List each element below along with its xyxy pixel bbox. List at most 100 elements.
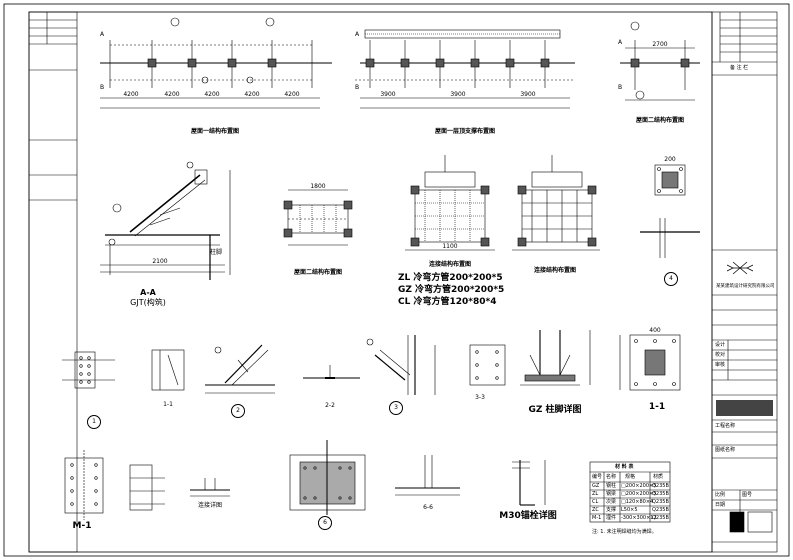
title-node-1-1: 1-1 (648, 402, 666, 412)
table-header-spec: 规格 (625, 474, 636, 480)
dim-400: 400 (649, 327, 661, 334)
label-section-3-3: 3-3 (475, 394, 485, 401)
tb-design: 设计 (715, 342, 726, 348)
grid-axis-a-3: A (618, 39, 623, 46)
table-cell: CL (592, 499, 599, 505)
tb-remarks: 备 注 栏 (730, 65, 749, 71)
m1-side-view (129, 464, 165, 511)
dim-1800: 1800 (310, 183, 326, 190)
table-cell: □200×200×5 (621, 483, 657, 489)
section-2-2 (303, 365, 360, 379)
grid-axis-b: B (100, 84, 105, 91)
dim-3900-b: 3900 (450, 91, 466, 98)
table-cell: 次梁 (606, 499, 617, 505)
grid-axis-b-2: B (355, 84, 360, 91)
roof-purlin-plan (355, 29, 575, 109)
material-table-grid (589, 461, 671, 523)
tb-check: 校对 (715, 352, 726, 358)
dim-200: 200 (664, 156, 676, 163)
m30-anchor-bolt (512, 460, 546, 506)
table-cell: L50×5 (621, 507, 638, 513)
detail-1-plate (62, 351, 115, 389)
title-roof-beam-plan: 屋面一结构布置图 (190, 128, 240, 135)
tb-approve: 审核 (715, 362, 726, 368)
title-roof2-layout: 屋面二结构布置图 (293, 269, 343, 276)
detail-number-2: 2 (231, 404, 245, 418)
table-note: 注: 1. 未注明焊缝均为满焊。 (592, 529, 657, 535)
table-header-material: 材质 (653, 474, 664, 480)
section-aa-truss (100, 161, 231, 280)
spec-zl: ZL 冷弯方管200*200*5 (398, 273, 503, 283)
title-m30-detail: M30锚栓详图 (499, 511, 557, 521)
roof2-plan (620, 21, 700, 101)
dim-2700: 2700 (652, 41, 668, 48)
left-binding-strip (28, 11, 78, 553)
dim-4200-e: 4200 (284, 91, 300, 98)
title-gjt: GJT(构筑) (130, 298, 166, 307)
dim-4200-a: 4200 (123, 91, 139, 98)
section-3-3 (434, 344, 506, 395)
table-cell: Q235B (652, 491, 669, 497)
dim-3900-a: 3900 (380, 91, 396, 98)
table-cell: 钢柱 (606, 483, 617, 489)
title-section-aa: A-A (140, 288, 156, 297)
canopy-plan-2 (512, 155, 600, 251)
label-section-1-1: 1-1 (163, 401, 173, 408)
table-cell: -300×300×12 (621, 515, 657, 521)
gz-column-base (520, 330, 591, 386)
weld-detail (190, 478, 230, 497)
title-canopy-plan: 连接结构布置图 (428, 261, 472, 268)
section-6-6 (395, 455, 460, 496)
grid-axis-a: A (100, 31, 105, 38)
table-cell: 钢梁 (606, 491, 617, 497)
node-1-1-baseplate (619, 334, 681, 391)
tb-project: 工程名称 (715, 423, 736, 429)
company-logo (726, 261, 754, 275)
section-1-1a (151, 349, 185, 391)
table-title: 材 料 表 (615, 464, 634, 470)
roof-beam-plan (100, 17, 332, 109)
title-roof-purlin-plan: 屋面一层顶支撑布置图 (434, 128, 496, 135)
table-cell: ZL (592, 491, 599, 497)
table-cell: Q235B (652, 499, 669, 505)
grid-axis-a-2: A (355, 31, 360, 38)
note-column-foot: 柱脚 (210, 249, 223, 256)
label-section-2-2: 2-2 (325, 402, 335, 409)
title-weld-detail: 连接详图 (197, 502, 223, 509)
detail-number-1: 1 (87, 415, 101, 429)
table-cell: Q235B (652, 507, 669, 513)
tb-company: 某某建筑设计研究院有限公司 (716, 284, 775, 289)
tb-scale: 比例 (715, 492, 726, 498)
table-cell: 埋件 (606, 515, 617, 521)
table-cell: ZC (592, 507, 599, 513)
detail-number-4: 4 (664, 272, 678, 286)
dim-4200-b: 4200 (164, 91, 180, 98)
table-cell: □200×200×5 (621, 491, 657, 497)
title-roof2-plan: 屋面二结构布置图 (635, 117, 685, 124)
canopy-plan-1 (405, 155, 495, 251)
table-cell: Q235B (652, 515, 669, 521)
table-header-name: 名称 (606, 474, 617, 480)
table-cell: M-1 (592, 515, 602, 521)
detail-4-baseplate (640, 164, 700, 258)
detail-3-joint (366, 335, 416, 395)
title-section-6-6: 6-6 (423, 504, 433, 511)
table-cell: Q235B (652, 483, 669, 489)
table-cell: □120×80×4 (621, 499, 654, 505)
spec-gz: GZ 冷弯方管200*200*5 (398, 285, 505, 295)
title-canopy-plan-2: 连接结构布置图 (533, 267, 577, 274)
dim-1100: 1100 (442, 243, 458, 250)
dim-2100: 2100 (152, 258, 168, 265)
sheet-border (3, 3, 790, 557)
detail-number-6: 6 (318, 516, 332, 530)
dim-4200-d: 4200 (244, 91, 260, 98)
roof2-layout-plan (283, 189, 353, 246)
title-block (711, 11, 778, 553)
table-cell: GZ (592, 483, 600, 489)
detail-6-splice (289, 440, 366, 515)
dim-3900-c: 3900 (520, 91, 536, 98)
tb-sheet-no: 图号 (742, 492, 753, 498)
tb-drawing-name: 图纸名称 (715, 447, 736, 453)
tb-date: 日期 (715, 502, 726, 508)
detail-number-3: 3 (389, 401, 403, 415)
